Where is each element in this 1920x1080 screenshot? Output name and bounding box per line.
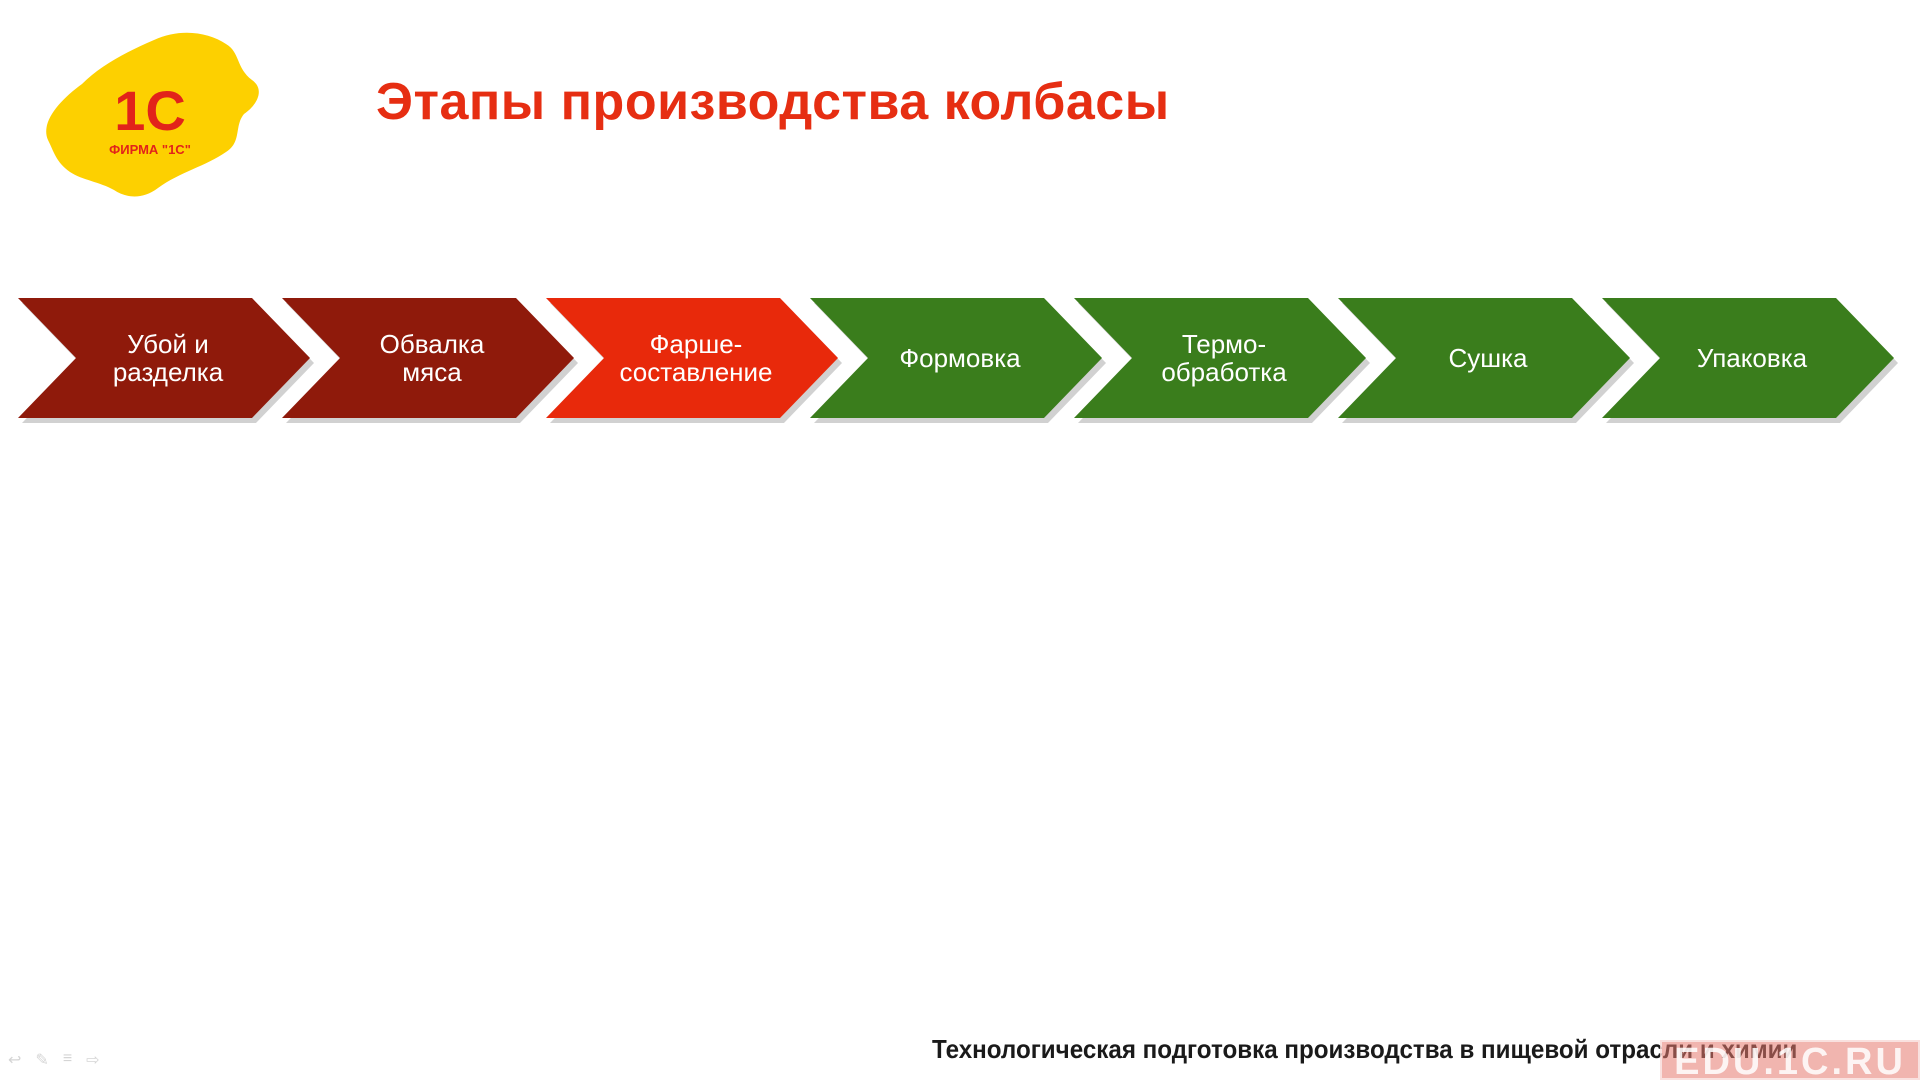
stage-chevron-shape xyxy=(1602,298,1898,423)
stage-chevron: Фарше- составление xyxy=(546,298,846,423)
forward-icon[interactable]: ⇨ xyxy=(86,1052,100,1069)
stage-chevron: Убой и разделка xyxy=(18,298,318,423)
stage-chevron: Сушка xyxy=(1338,298,1638,423)
site-watermark: EDU.1C.RU xyxy=(1660,1040,1920,1080)
page-title: Этапы производства колбасы xyxy=(376,73,1170,131)
stage-chevron-shape xyxy=(18,298,314,423)
logo-splash-icon: 1С ФИРМА "1С" xyxy=(46,32,259,197)
stage-label: Обвалка мяса xyxy=(379,329,485,387)
back-icon[interactable]: ↩ xyxy=(8,1052,22,1069)
player-controls: ↩ ✎ ≡ ⇨ xyxy=(8,1050,100,1070)
stage-label: Сушка xyxy=(1448,343,1528,373)
stage-chevron-shape xyxy=(1074,298,1370,423)
stage-chevron-shape xyxy=(810,298,1106,423)
stage-label: Фарше- составление xyxy=(619,329,773,387)
logo-mark: 1С xyxy=(114,79,186,142)
stage-label: Убой и разделка xyxy=(112,329,224,387)
stage-label: Упаковка xyxy=(1696,343,1808,373)
process-flow: Убой и разделка Обвалка мяса Фарше- состав… xyxy=(18,298,1908,424)
stage-label: Формовка xyxy=(899,343,1021,373)
stage-chevron: Термо- обработка xyxy=(1074,298,1374,423)
stage-chevron-shape xyxy=(1338,298,1634,423)
logo-caption: ФИРМА "1С" xyxy=(109,142,191,157)
stage-chevron: Формовка xyxy=(810,298,1110,423)
stage-chevron-shape xyxy=(546,298,842,423)
pen-icon[interactable]: ✎ xyxy=(35,1052,49,1069)
stage-label: Термо- обработка xyxy=(1161,329,1287,387)
stage-chevron-shape xyxy=(282,298,578,423)
brand-logo: 1С ФИРМА "1С" xyxy=(30,22,270,212)
course-footer: Технологическая подготовка производства … xyxy=(932,1034,1798,1064)
stage-chevron: Упаковка xyxy=(1602,298,1902,423)
stage-chevron: Обвалка мяса xyxy=(282,298,582,423)
menu-icon[interactable]: ≡ xyxy=(62,1050,73,1067)
